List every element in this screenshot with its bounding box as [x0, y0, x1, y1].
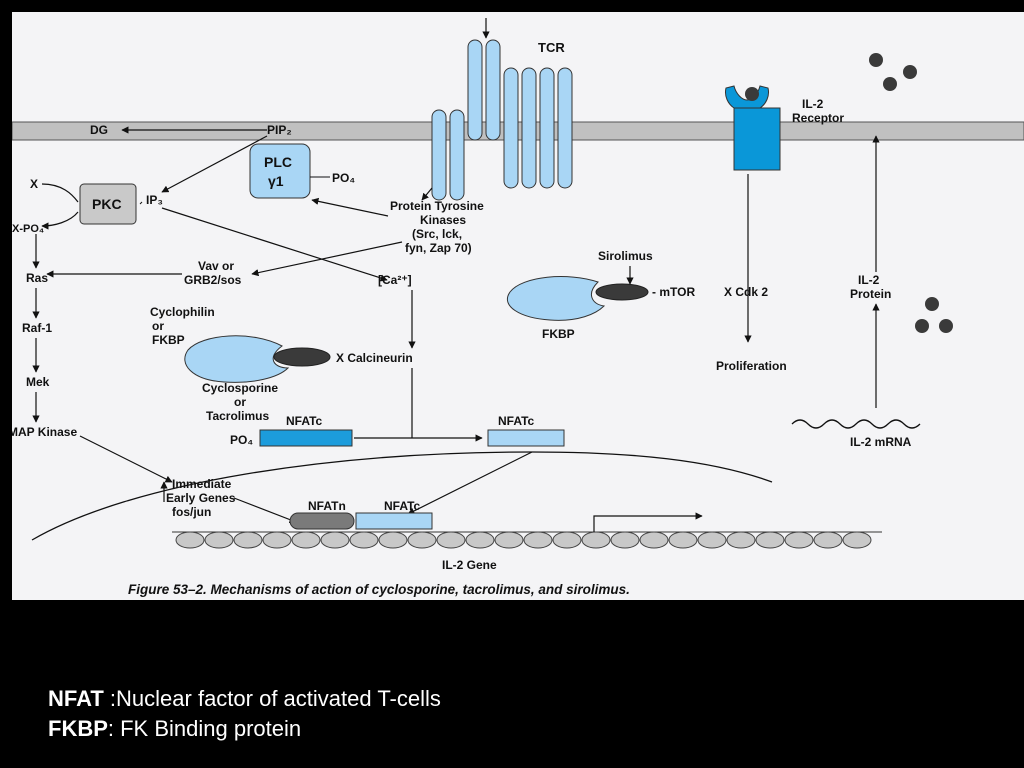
dg-label: DG: [90, 123, 108, 137]
nucleosome: [726, 531, 756, 549]
nucleosome: [320, 531, 350, 549]
nucleosome: [610, 531, 640, 549]
nucleosome: [639, 531, 669, 549]
gamma1-label: γ1: [268, 173, 284, 189]
cyclophilin-line1: Cyclophilin: [150, 305, 215, 319]
il2-protein-line1: IL-2: [858, 273, 880, 287]
figure-caption: Figure 53–2. Mechanisms of action of cyc…: [128, 582, 630, 597]
nucleosome: [581, 531, 611, 549]
map-kinase-label: MAP Kinase: [12, 425, 77, 439]
nucleosome: [175, 531, 205, 549]
legend-item-fkbp: FKBP: FK Binding protein: [48, 714, 441, 744]
x-label: X: [30, 177, 38, 191]
immediate-line2: Early Genes: [166, 491, 236, 505]
cyclosporine-line1: Cyclosporine: [202, 381, 278, 395]
nucleosome: [668, 531, 698, 549]
il2-mrna-label: IL-2 mRNA: [850, 435, 912, 449]
ptk-line4: fyn, Zap 70): [405, 241, 472, 255]
proliferation-label: Proliferation: [716, 359, 787, 373]
x-po4-label: X-PO₄: [12, 223, 44, 235]
il2-receptor-line1: IL-2: [802, 97, 824, 111]
nfatn-label: NFATn: [308, 499, 346, 513]
immediate-line1: Immediate: [172, 477, 232, 491]
legend-item-nfat: NFAT :Nuclear factor of activated T-cell…: [48, 684, 441, 714]
nucleosome: [697, 531, 727, 549]
ca-label: [Ca²⁺]: [378, 273, 412, 287]
nucleosome: [349, 531, 379, 549]
figure-panel: TCR DG PIP₂ PLC γ1 PO₄ X PKC IP₃ X-PO₄ P…: [12, 12, 1024, 600]
tcr-complex: [431, 39, 573, 201]
ptk-line1: Protein Tyrosine: [390, 199, 484, 213]
nfatc-left-label: NFATc: [286, 414, 323, 428]
nucleosome: [813, 531, 843, 549]
calcineurin-label: X Calcineurin: [336, 351, 413, 365]
ip3-label: IP₃: [146, 193, 163, 207]
il2-mrna-wave: [791, 419, 921, 429]
immediate-line3: fos/jun: [172, 505, 211, 519]
legend-definition: :Nuclear factor of activated T-cells: [103, 686, 441, 711]
il2-protein-line2: Protein: [850, 287, 891, 301]
nucleosome: [552, 531, 582, 549]
cyclosporine-drug: [273, 347, 331, 367]
po4-nfat-label: PO₄: [230, 433, 253, 447]
legend-term: NFAT: [48, 686, 104, 711]
sirolimus-label: Sirolimus: [598, 249, 653, 263]
nuclear-envelope: [31, 451, 773, 541]
cyclophilin-line3: FKBP: [152, 333, 185, 347]
nucleosome: [755, 531, 785, 549]
legend: NFAT :Nuclear factor of activated T-cell…: [48, 684, 441, 744]
il2-gene-label: IL-2 Gene: [442, 558, 497, 572]
pathway-diagram: TCR DG PIP₂ PLC γ1 PO₄ X PKC IP₃ X-PO₄ P…: [12, 18, 1024, 597]
ptk-line2: Kinases: [420, 213, 466, 227]
cyclophilin-shape: [184, 335, 290, 383]
il2-receptor-line2: Receptor: [792, 111, 844, 125]
nucleosome: [407, 531, 437, 549]
pkc-box: [79, 183, 137, 225]
vav-line1: Vav or: [198, 259, 234, 273]
mek-label: Mek: [26, 375, 50, 389]
nucleosome: [378, 531, 408, 549]
nucleosome: [291, 531, 321, 549]
sirolimus-drug: [595, 283, 649, 301]
tcr-label: TCR: [538, 40, 565, 55]
dna-nucleosomes: [175, 531, 872, 549]
il2-protein-dots: [869, 53, 953, 333]
cyclosporine-line2: or: [234, 395, 246, 409]
il2-bound-protein: [745, 87, 759, 101]
il2-receptor-body: [733, 107, 781, 171]
cyclosporine-line3: Tacrolimus: [206, 409, 269, 423]
nfatc-right-label: NFATc: [498, 414, 535, 428]
nfatc-right-box: [487, 429, 565, 447]
plc-po4-label: PO₄: [332, 171, 355, 185]
vav-line2: GRB2/sos: [184, 273, 242, 287]
nfatc-dna-box: [355, 512, 433, 530]
nucleosome: [842, 531, 872, 549]
fkbp-shape: [507, 276, 606, 321]
nfatc-left-box: [259, 429, 353, 447]
ras-label: Ras: [26, 271, 48, 285]
fkbp-label: FKBP: [542, 327, 575, 341]
plc-box: [249, 143, 311, 199]
nucleosome: [204, 531, 234, 549]
pip2-label: PIP₂: [267, 123, 292, 137]
nucleosome: [494, 531, 524, 549]
plc-label: PLC: [264, 154, 292, 170]
nucleosome: [784, 531, 814, 549]
nucleosome: [465, 531, 495, 549]
nfatn-box: [289, 512, 355, 530]
pkc-label: PKC: [92, 196, 122, 212]
mtor-label: - mTOR: [652, 285, 695, 299]
raf1-label: Raf-1: [22, 321, 52, 335]
nfatc-dna-label: NFATc: [384, 499, 421, 513]
cyclophilin-line2: or: [152, 319, 164, 333]
legend-definition: : FK Binding protein: [107, 716, 302, 741]
nucleosome: [233, 531, 263, 549]
cdk2-label: X Cdk 2: [724, 285, 768, 299]
nucleosome: [436, 531, 466, 549]
nucleosome: [262, 531, 292, 549]
nucleosome: [523, 531, 553, 549]
ptk-line3: (Src, lck,: [412, 227, 462, 241]
legend-term: FKBP: [48, 716, 108, 741]
